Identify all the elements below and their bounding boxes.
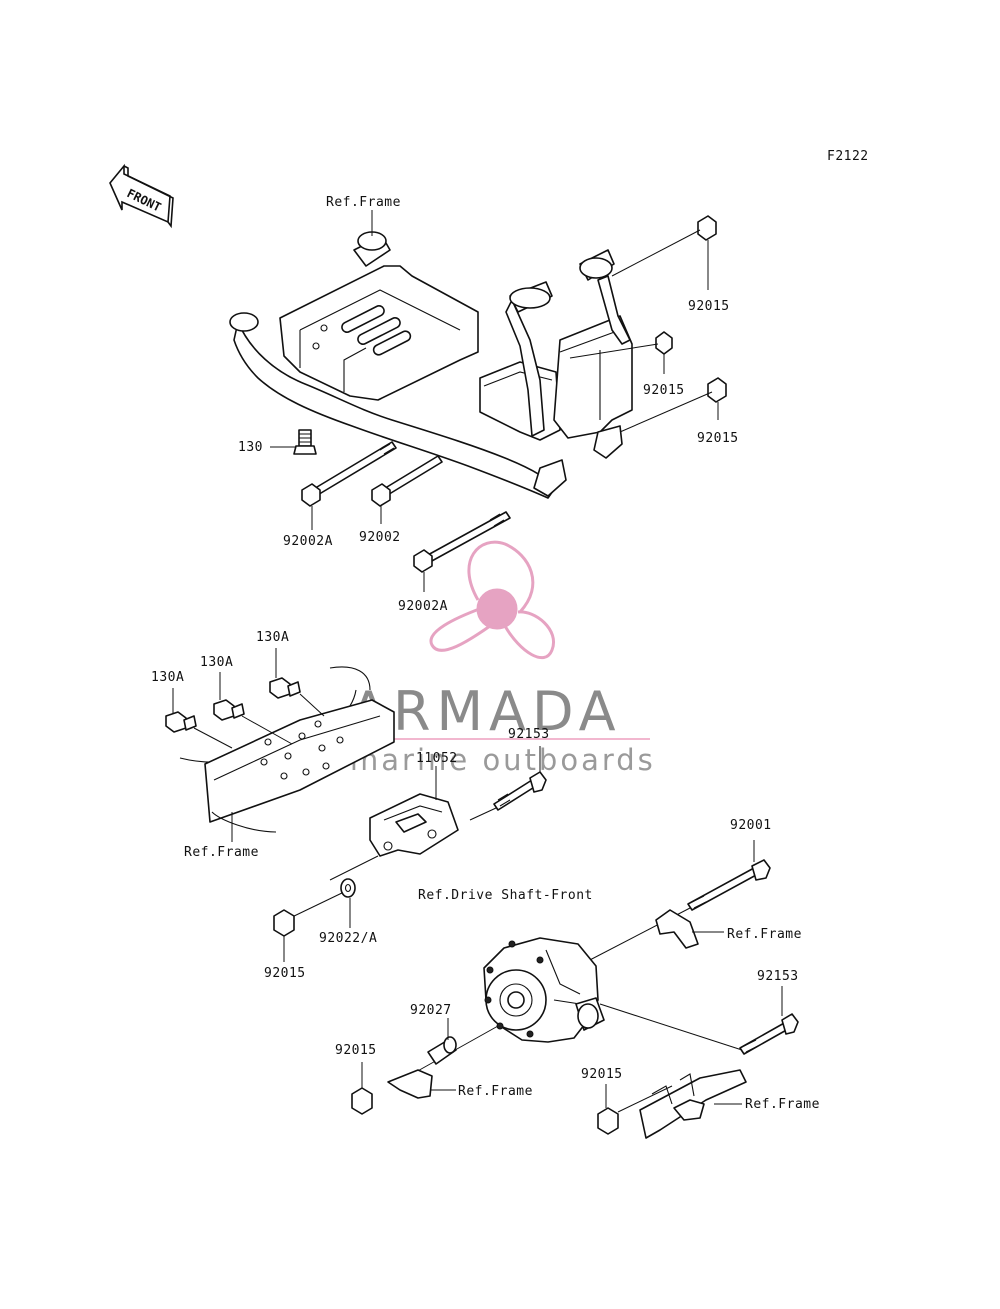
label-ref-drive-shaft: Ref.Drive Shaft-Front <box>418 888 593 903</box>
label-92015-d: 92015 <box>264 966 306 981</box>
label-92002A-b: 92002A <box>398 599 448 614</box>
label-92015-e: 92015 <box>335 1043 377 1058</box>
callout-labels: Ref.Frame 92015 92015 92015 130 92002A 9… <box>151 195 820 1112</box>
label-92022A: 92022/A <box>319 931 377 946</box>
label-92015-c: 92015 <box>697 431 739 446</box>
label-ref-frame-mid: Ref.Frame <box>184 845 259 860</box>
upper-frame-drawing <box>229 210 727 592</box>
watermark-subtitle: marine outboards <box>350 743 656 777</box>
label-92015-b: 92015 <box>643 383 685 398</box>
label-ref-frame-r3: Ref.Frame <box>745 1097 820 1112</box>
label-92015-a: 92015 <box>688 299 730 314</box>
label-92002: 92002 <box>359 530 401 545</box>
label-130A-c: 130A <box>151 670 184 685</box>
front-arrow-icon: FRONT <box>109 163 174 229</box>
label-11052: 11052 <box>416 751 458 766</box>
label-130: 130 <box>238 440 263 455</box>
label-ref-frame-top: Ref.Frame <box>326 195 401 210</box>
label-130A-a: 130A <box>256 630 289 645</box>
armada-watermark: ARMADA marine outboards <box>350 540 656 777</box>
propeller-logo-icon <box>429 540 555 660</box>
label-92001: 92001 <box>730 818 772 833</box>
lower-drive-drawing <box>351 840 799 1139</box>
label-92027: 92027 <box>410 1003 452 1018</box>
label-ref-frame-r2: Ref.Frame <box>458 1084 533 1099</box>
figure-code: F2122 <box>827 149 869 164</box>
label-ref-frame-r1: Ref.Frame <box>727 927 802 942</box>
label-130A-b: 130A <box>200 655 233 670</box>
label-92015-f: 92015 <box>581 1067 623 1082</box>
label-92002A-a: 92002A <box>283 534 333 549</box>
watermark-rule <box>350 738 650 740</box>
label-92153-a: 92153 <box>508 727 550 742</box>
middle-frame-drawing <box>165 648 547 962</box>
label-92153-b: 92153 <box>757 969 799 984</box>
